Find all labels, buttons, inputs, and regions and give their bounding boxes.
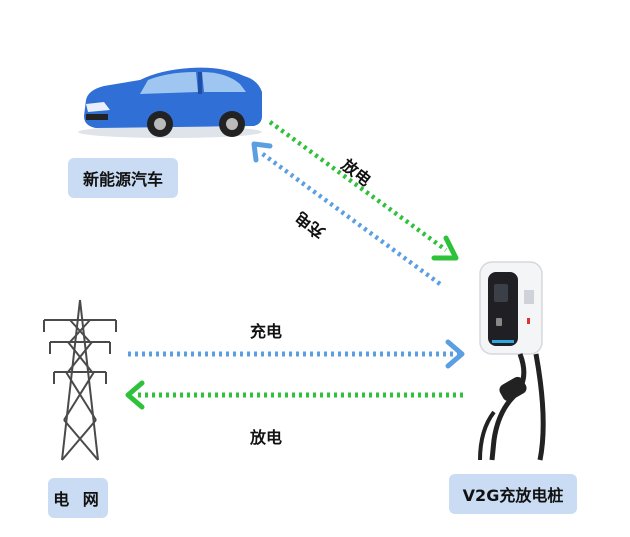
car-icon xyxy=(78,67,262,138)
charger-to-grid-text: 放电 xyxy=(250,428,283,447)
power-tower-icon xyxy=(43,299,117,461)
arrow-charger-to-car xyxy=(251,141,442,286)
grid-to-charger-text: 充电 xyxy=(250,322,283,341)
arrow-grid-to-charger xyxy=(128,339,465,369)
charger-label: V2G充放电桩 xyxy=(449,474,577,514)
arrow-car-to-charger xyxy=(268,120,459,261)
car-label: 新能源汽车 xyxy=(68,158,178,198)
arrow-charger-to-grid xyxy=(125,380,466,410)
charging-station-icon xyxy=(478,261,546,461)
grid-label: 电 网 xyxy=(48,478,108,518)
